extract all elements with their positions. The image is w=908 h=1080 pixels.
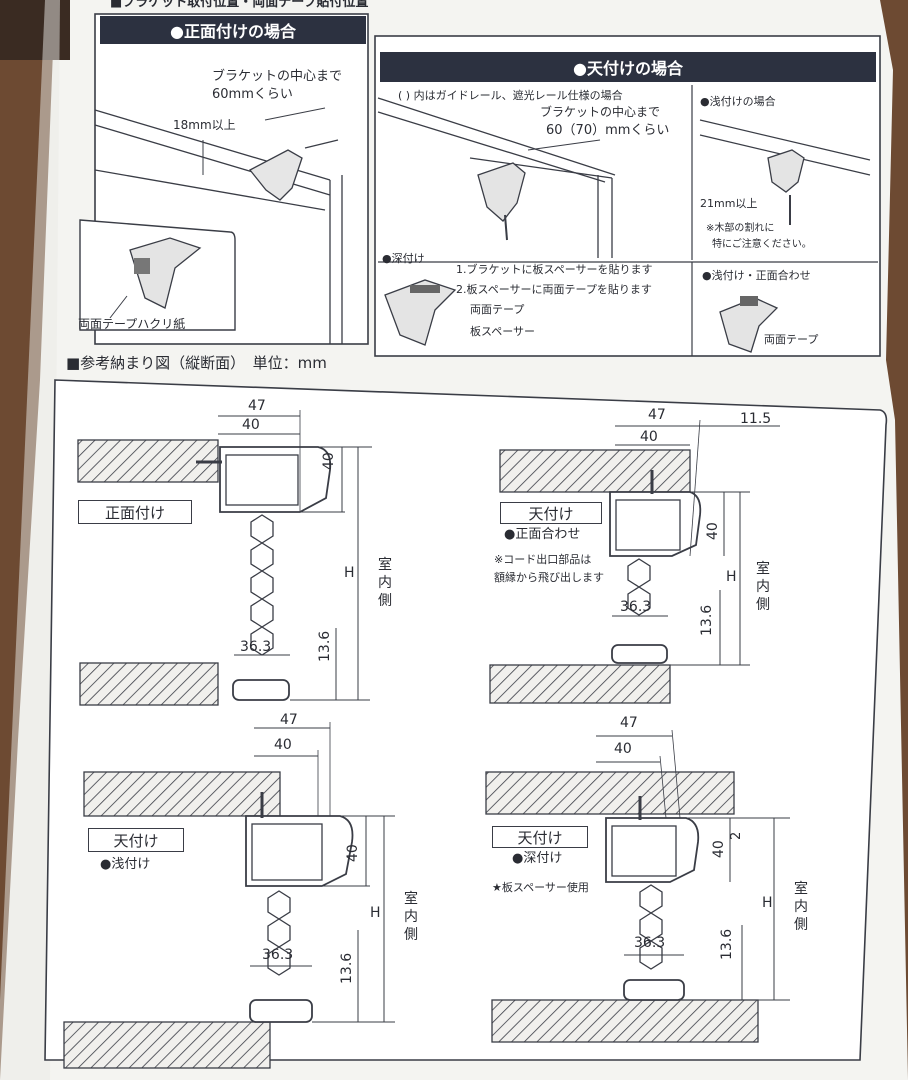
d2-h40: 40 <box>705 522 721 540</box>
d2-w40: 40 <box>640 429 658 445</box>
front-center-value: 60mmくらい <box>212 87 293 102</box>
front-min-note: 18mm以上 <box>173 118 236 132</box>
deep-spacer: 板スペーサー <box>470 325 536 338</box>
d3-w47: 47 <box>280 712 298 728</box>
d2-note-2: 額縁から飛び出します <box>494 571 604 584</box>
d2-note-1: ※コード出口部品は <box>494 553 592 566</box>
diagram-ceiling-deep <box>485 729 790 1043</box>
diagram-ceiling-shallow <box>63 722 395 1069</box>
d4-sub: ●深付け <box>512 851 563 866</box>
deep-tape: 両面テープ <box>470 303 525 316</box>
d2-label: 天付け <box>500 502 602 524</box>
shallow-title: ●浅付けの場合 <box>700 95 776 108</box>
d2-d115: 11.5 <box>740 411 772 427</box>
d2-indoor: 室内側 <box>756 561 770 613</box>
d1-h40: 40 <box>321 452 337 470</box>
d4-note: ★板スペーサー使用 <box>492 881 589 894</box>
diagram-ceiling-flush <box>489 419 780 704</box>
d4-label: 天付け <box>492 826 588 848</box>
deep-step-1: 1.ブラケットに板スペーサーを貼ります <box>456 263 653 276</box>
d4-h40: 40 <box>711 840 727 858</box>
ref-title: ■参考納まり図（縦断面） 単位：mm <box>66 354 327 372</box>
d2-sub: ●正面合わせ <box>504 527 581 542</box>
front-tape-label: 両面テープハクリ紙 <box>78 317 186 331</box>
d4-w40: 40 <box>614 741 632 757</box>
d4-w363: 36.3 <box>634 935 666 951</box>
d1-h136: 13.6 <box>317 630 333 662</box>
diagram-front-mount <box>77 410 372 706</box>
flush-tape: 両面テープ <box>764 333 819 346</box>
d1-H: H <box>344 565 355 581</box>
ceiling-paren-note: ( ) 内はガイドレール、遮光レール仕様の場合 <box>398 89 623 102</box>
d3-indoor: 室内側 <box>404 891 418 943</box>
d2-h136: 13.6 <box>699 604 715 636</box>
ceiling-mount-illustration <box>374 35 881 357</box>
d3-sub: ●浅付け <box>100 857 151 872</box>
d4-h136: 13.6 <box>719 928 735 960</box>
shallow-min: 21mm以上 <box>700 197 758 210</box>
ceiling-center-value: 60（70）mmくらい <box>546 123 670 138</box>
d2-H: H <box>726 569 737 585</box>
deep-step-2: 2.板スペーサーに両面テープを貼ります <box>456 283 652 296</box>
front-mount-illustration <box>79 13 369 345</box>
flush-title: ●浅付け・正面合わせ <box>702 269 811 282</box>
d3-h136: 13.6 <box>339 952 355 984</box>
d1-label: 正面付け <box>78 500 192 524</box>
d4-w47: 47 <box>620 715 638 731</box>
wood-note-1: ※木部の割れに <box>706 223 775 234</box>
front-center-note: ブラケットの中心まで <box>212 69 343 84</box>
d4-d2: 2 <box>729 831 744 840</box>
d2-w363: 36.3 <box>620 599 652 615</box>
d3-label: 天付け <box>88 828 184 852</box>
d1-w363: 36.3 <box>240 639 272 655</box>
d4-indoor: 室内側 <box>794 881 808 933</box>
d3-w363: 36.3 <box>262 947 294 963</box>
d1-w40: 40 <box>242 417 260 433</box>
d1-w47: 47 <box>248 398 266 414</box>
d1-indoor: 室内側 <box>378 557 392 609</box>
d3-w40: 40 <box>274 737 292 753</box>
d2-w47: 47 <box>648 407 666 423</box>
wood-note-2: 特にご注意ください。 <box>712 239 812 250</box>
d4-H: H <box>762 895 773 911</box>
front-mount-header: ●正面付けの場合 <box>100 16 366 44</box>
top-title: ■ブラケット取付位置・両面テープ貼付位置 <box>110 0 369 10</box>
d3-H: H <box>370 905 381 921</box>
ceiling-center-note: ブラケットの中心まで <box>540 105 661 119</box>
deep-title: ●深付け <box>382 252 425 265</box>
d3-h40: 40 <box>345 844 361 862</box>
ceiling-mount-header: ●天付けの場合 <box>380 52 876 82</box>
